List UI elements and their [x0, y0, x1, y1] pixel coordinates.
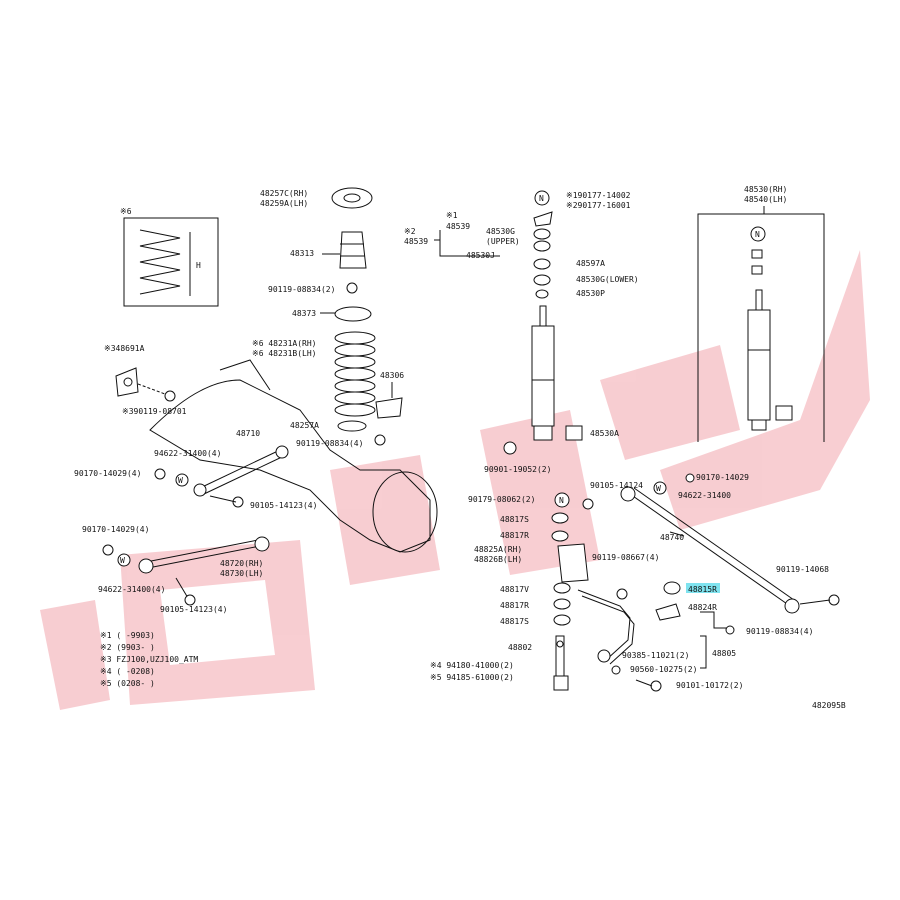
washer-mark-w2: W [120, 556, 125, 565]
label-48373: 48373 [292, 309, 316, 318]
washer-mark-n1: N [539, 194, 544, 203]
label-48817V: 48817V [500, 585, 529, 594]
label-90105-a: 90105-14123(4) [250, 501, 317, 510]
label-48257C: 48257C(RH) [260, 189, 308, 198]
label-90170-b: 90170-14029(4) [82, 525, 149, 534]
shock-mount-parts: N ※190177-14002 ※290177-16001 ※1 48539 4… [404, 190, 639, 299]
diagram-code: 482095B [812, 701, 846, 710]
label-48231B: ※6 48231B(LH) [252, 349, 317, 358]
label-48530G: 48530G [486, 227, 515, 236]
label-90179: 90179-08062(2) [468, 495, 535, 504]
note-4: ※4 ( -0208) [100, 667, 155, 676]
highlight-48815R [686, 583, 720, 593]
label-48540-lh: 48540(LH) [744, 195, 787, 204]
stabilizer-link-48802: 48802 ※4 94180-41000(2) ※5 94185-61000(2… [430, 635, 569, 691]
label-90119-14068: 90119-14068 [776, 565, 829, 574]
upper-label: (UPPER) [486, 237, 520, 246]
label-48720: 48720(RH) [220, 559, 263, 568]
note-2: ※2 (9903- ) [100, 643, 155, 652]
bracket-348691A: ※348691A ※390119-08701 [104, 344, 187, 416]
label-90385: 90385-11021(2) [622, 651, 689, 660]
label-48740: 48740 [660, 533, 684, 542]
label-90105-b: 90105-14123(4) [160, 605, 227, 614]
label-90101: 90101-10172(2) [676, 681, 743, 690]
stabilizer-bar-48805: 90385-11021(2) 48805 90560-10275(2) 9010… [577, 589, 743, 692]
label-48597A: 48597A [576, 259, 605, 268]
label-48730: 48730(LH) [220, 569, 263, 578]
label-48257A: 48257A [290, 421, 319, 430]
axle-housing [149, 359, 438, 553]
label-90560: 90560-10275(2) [630, 665, 697, 674]
label-94180: ※4 94180-41000(2) [430, 661, 514, 670]
bump-stopper: 48313 90119-08834(2) [268, 231, 367, 294]
coil-spring: ※6 48231A(RH) ※6 48231B(LH) [252, 331, 376, 417]
label-94622-b: 94622-31400(4) [98, 585, 165, 594]
label-48710: 48710 [236, 429, 260, 438]
note-5: ※5 (0208- ) [100, 679, 155, 688]
label-48530-rh: 48530(RH) [744, 185, 787, 194]
note2-label: ※2 [404, 227, 416, 236]
label-48259A: 48259A(LH) [260, 199, 308, 208]
footnotes: ※1 ( -9903) ※2 (9903- ) ※3 FZJ100,UZJ100… [100, 631, 198, 688]
label-390119-08701: ※390119-08701 [122, 407, 187, 416]
washer-mark-n3: N [559, 496, 564, 505]
upper-control-arm-48710: 48710 94622-31400(4) W 90170-14029(4) 90… [74, 429, 317, 510]
bracket-48306: 48306 [375, 371, 404, 419]
washer-mark-w3: W [656, 484, 661, 493]
shock-absorber-assembly-box: 48530(RH) 48540(LH) N [697, 185, 825, 442]
label-94622-c: 94622-31400 [678, 491, 731, 500]
shock-absorber-48530A: 48530A 90901-19052(2) [484, 305, 619, 474]
lower-control-arm-48720: 90170-14029(4) W 48720(RH) 48730(LH) 946… [82, 525, 270, 614]
washer-mark-n2: N [755, 230, 760, 239]
label-48530P: 48530P [576, 289, 605, 298]
label-190177: ※190177-14002 [566, 191, 631, 200]
label-48817R-top: 48817R [500, 531, 529, 540]
label-90119-08834-4: 90119-08834(4) [296, 439, 363, 448]
label-48805: 48805 [712, 649, 736, 658]
label-48313: 48313 [290, 249, 314, 258]
label-48817R: 48817R [500, 601, 529, 610]
spring-height-label: H [196, 261, 201, 270]
label-48815R: 48815R [688, 585, 717, 594]
label-48817S: 48817S [500, 617, 529, 626]
label-48231A: ※6 48231A(RH) [252, 339, 317, 348]
note-1: ※1 ( -9903) [100, 631, 155, 640]
spring-insulator: 48373 [292, 306, 372, 322]
label-48802: 48802 [508, 643, 532, 652]
label-90901: 90901-19052(2) [484, 465, 551, 474]
note-3: ※3 FZJ100,UZJ100_ATM [100, 655, 198, 664]
lower-spring-seat: 48257A 90119-08834(4) [290, 420, 386, 448]
stabilizer-bushings: 90179-08062(2) N 48817S 48817R 48825A(RH… [468, 492, 659, 626]
label-48530J: 48530J [466, 251, 495, 260]
label-348691A: ※348691A [104, 344, 145, 353]
label-48306: 48306 [380, 371, 404, 380]
label-48817S-top: 48817S [500, 515, 529, 524]
label-94185: ※5 94185-61000(2) [430, 673, 514, 682]
label-90119-08667: 90119-08667(4) [592, 553, 659, 562]
lateral-control-rod-48740: 90170-14029 W 94622-31400 90105-14124 48… [582, 473, 840, 614]
label-90170-c: 90170-14029 [696, 473, 749, 482]
label-48530A: 48530A [590, 429, 619, 438]
label-48824R: 48824R [688, 603, 717, 612]
stabilizer-bushing-48815R: 48815R 48824R 90119-08834(4) [655, 581, 813, 636]
label-48530G-lower: 48530G(LOWER) [576, 275, 639, 284]
label-90119-08834-c: 90119-08834(4) [746, 627, 813, 636]
upper-spring-seat: 48257C(RH) 48259A(LH) [260, 187, 373, 209]
note6-label: ※6 [120, 207, 132, 216]
label-48826B: 48826B(LH) [474, 555, 522, 564]
label-90105-c: 90105-14124 [590, 481, 643, 490]
label-290177: ※290177-16001 [566, 201, 631, 210]
label-48825A: 48825A(RH) [474, 545, 522, 554]
note1-label: ※1 [446, 211, 458, 220]
label-48539-a: 48539 [446, 222, 470, 231]
spring-height-box: ※6 H [120, 207, 219, 307]
label-94622-a: 94622-31400(4) [154, 449, 221, 458]
label-48539-b: 48539 [404, 237, 428, 246]
washer-mark-w1: W [178, 476, 183, 485]
label-90170-a: 90170-14029(4) [74, 469, 141, 478]
label-90119-08834-2: 90119-08834(2) [268, 285, 335, 294]
